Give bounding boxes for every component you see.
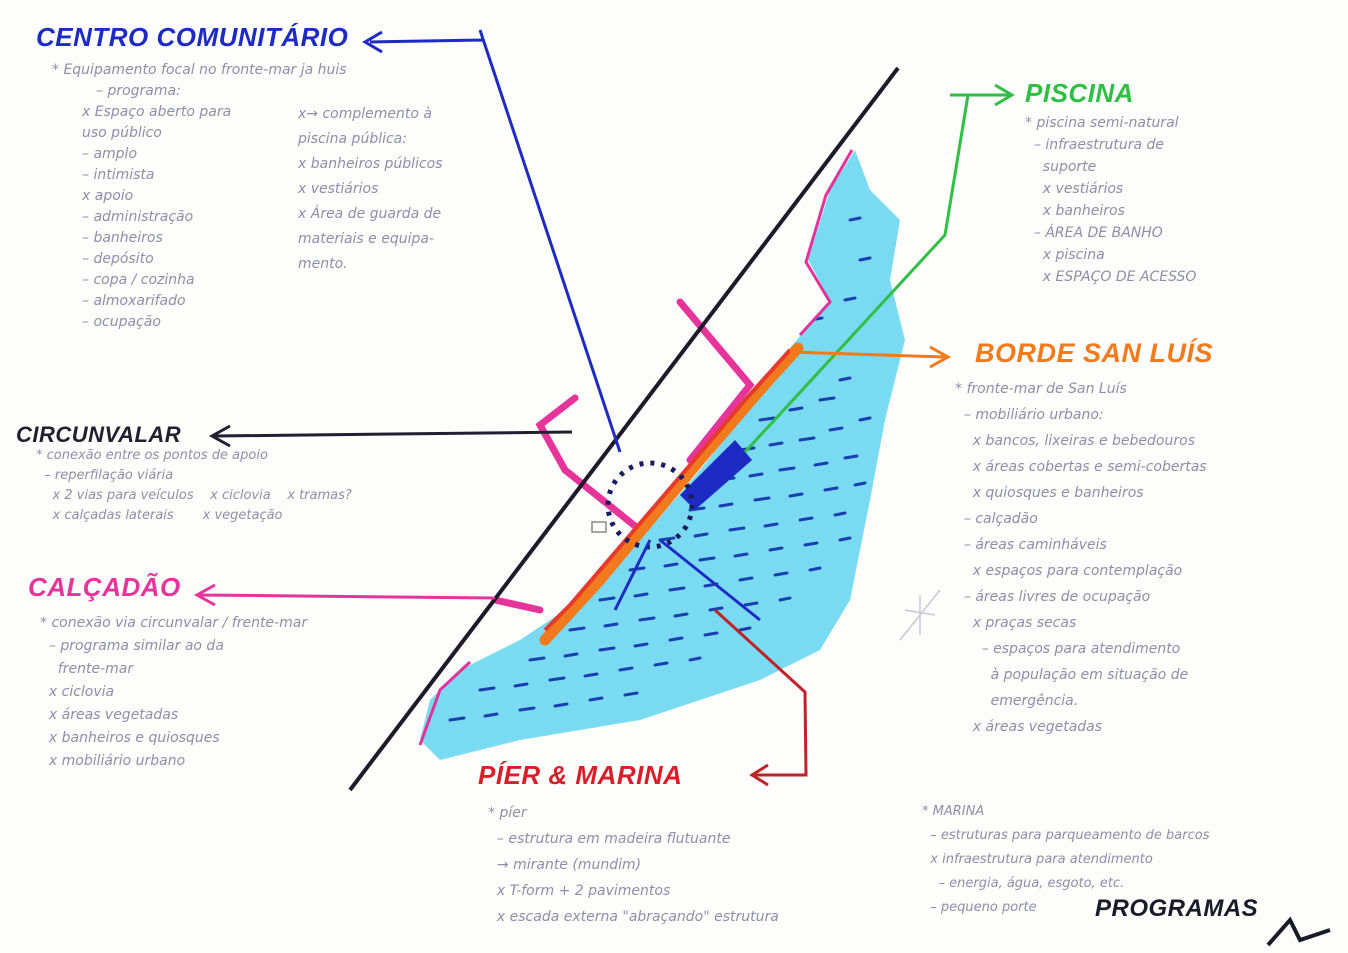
centro-notes-2: x→ complemento à piscina pública: x banh…: [298, 102, 443, 277]
borde-line: à população em situação de: [955, 667, 1189, 683]
piscina-line: * piscina semi-natural: [1025, 115, 1179, 131]
calcadao-line: x mobiliário urbano: [40, 753, 186, 769]
centro-line: – amplo: [82, 146, 138, 162]
centro-line: – ocupação: [82, 314, 161, 330]
borde-line: – áreas caminháveis: [955, 537, 1107, 553]
marina-line: – pequeno porte: [922, 900, 1037, 915]
calcadao-notes: * conexão via circunvalar / frente-mar –…: [40, 612, 307, 773]
signature: [1266, 916, 1331, 947]
centro-line: – copa / cozinha: [82, 272, 195, 288]
marina-notes: * MARINA – estruturas para parqueamento …: [922, 800, 1210, 920]
pier-title: PÍER & MARINA: [478, 760, 683, 790]
calcadao-street-1: [491, 298, 755, 614]
pier-notes: * píer – estrutura em madeira flutuante …: [488, 800, 779, 930]
centro-title: CENTRO COMUNITÁRIO: [36, 22, 349, 52]
centro-leader: [362, 29, 622, 453]
borde-line: – espaços para atendimento: [955, 641, 1181, 657]
borde-title: BORDE SAN LUÍS: [975, 338, 1214, 368]
centro-line-2: materiais e equipa-: [298, 231, 435, 247]
piscina-line: – infraestrutura de: [1025, 137, 1165, 153]
focus-circle: [605, 460, 695, 550]
calcadao-title: CALÇADÃO: [28, 572, 181, 602]
pier-leader: [713, 608, 808, 787]
borde-edge: [539, 342, 804, 646]
pier-lines: [613, 538, 761, 622]
circunvalar-road: [348, 66, 900, 792]
borde-line: – áreas livres de ocupação: [955, 589, 1151, 605]
centro-line: – almoxarifado: [82, 293, 186, 309]
borde-line: * fronte-mar de San Luís: [955, 381, 1127, 397]
borde-leader: [789, 345, 952, 369]
circunvalar-line: x 2 vias para veículos x ciclovia x tram…: [36, 488, 352, 503]
piscina-line: – ÁREA DE BANHO: [1025, 225, 1163, 241]
borde-line: x praças secas: [955, 615, 1077, 631]
calcadao-line: x ciclovia: [40, 684, 115, 700]
borde-line: x áreas cobertas e semi-cobertas: [955, 459, 1207, 475]
circunvalar-line: * conexão entre os pontos de apoio: [36, 448, 268, 463]
circunvalar-leader: [208, 424, 573, 448]
centro-notes: * Equipamento focal no fronte-mar ja hui…: [52, 60, 347, 333]
marina-line: – estruturas para parqueamento de barcos: [922, 828, 1210, 843]
centro-line: – programa:: [96, 83, 181, 99]
piscina-line: x banheiros: [1025, 203, 1125, 219]
centro-line: – administração: [82, 209, 194, 225]
centro-line-2: piscina pública:: [298, 131, 407, 147]
marina-line: * MARINA: [922, 804, 985, 819]
calcadao-leader: [193, 583, 496, 607]
centro-line: x Espaço aberto para: [82, 104, 232, 120]
marina-line: – energia, água, esgoto, etc.: [922, 876, 1125, 891]
calcadao-line: – programa similar ao da: [40, 638, 224, 654]
centro-block: [680, 440, 752, 510]
pier-line: x T-form + 2 pavimentos: [488, 883, 671, 899]
compass-sketch: [899, 589, 941, 641]
borde-line: x quiosques e banheiros: [955, 485, 1144, 501]
calcadao-line: * conexão via circunvalar / frente-mar: [40, 615, 308, 631]
sea-area-light: [420, 150, 905, 760]
piscina-line: suporte: [1025, 159, 1097, 175]
borde-line: – calçadão: [955, 511, 1038, 527]
circunvalar-notes: * conexão entre os pontos de apoio – rep…: [36, 446, 352, 526]
borde-line: – mobiliário urbano:: [955, 407, 1104, 423]
marina-line: x infraestrutura para atendimento: [922, 852, 1153, 867]
coastline: [418, 149, 854, 746]
centro-line: x apoio: [82, 188, 134, 204]
piscina-title: PISCINA: [1025, 78, 1134, 108]
centro-line: uso público: [82, 125, 162, 141]
piscina-line: x vestiários: [1025, 181, 1124, 197]
borde-notes: * fronte-mar de San Luís – mobiliário ur…: [955, 376, 1207, 740]
centro-line-2: mento.: [298, 256, 348, 272]
piscina-line: x ESPAÇO DE ACESSO: [1025, 269, 1197, 285]
borde-line: emergência.: [955, 693, 1079, 709]
borde-edge-red: [543, 348, 792, 632]
pier-line: * píer: [488, 805, 527, 821]
centro-line: * Equipamento focal no fronte-mar ja hui…: [52, 62, 347, 78]
calcadao-line: frente-mar: [40, 661, 134, 677]
centro-line-2: x banheiros públicos: [298, 156, 443, 172]
centro-line: – depósito: [82, 251, 154, 267]
borde-line: x espaços para contemplação: [955, 563, 1183, 579]
centro-line: – banheiros: [82, 230, 163, 246]
centro-line-2: x→ complemento à: [298, 106, 432, 122]
circunvalar-line: x calçadas laterais x vegetação: [36, 508, 283, 523]
small-structure: [591, 521, 607, 533]
calcadao-line: x áreas vegetadas: [40, 707, 179, 723]
centro-line-2: x vestiários: [298, 181, 379, 197]
programas-title: PROGRAMAS: [1095, 895, 1259, 922]
piscina-notes: * piscina semi-natural – infraestrutura …: [1025, 112, 1196, 288]
centro-line-2: x Área de guarda de: [298, 206, 442, 222]
pier-line: x escada externa "abraçando" estrutura: [488, 909, 779, 925]
calcadao-line: x banheiros e quiosques: [40, 730, 220, 746]
piscina-line: x piscina: [1025, 247, 1105, 263]
centro-line: – intimista: [82, 167, 155, 183]
borde-line: x áreas vegetadas: [955, 719, 1103, 735]
pier-line: → mirante (mundim): [488, 857, 642, 873]
circunvalar-title: CIRCUNVALAR: [16, 422, 182, 447]
piscina-leader: [743, 83, 1015, 454]
circunvalar-line: – reperfilação viária: [36, 468, 174, 483]
borde-line: x bancos, lixeiras e bebedouros: [955, 433, 1195, 449]
pier-line: – estrutura em madeira flutuante: [488, 831, 731, 847]
